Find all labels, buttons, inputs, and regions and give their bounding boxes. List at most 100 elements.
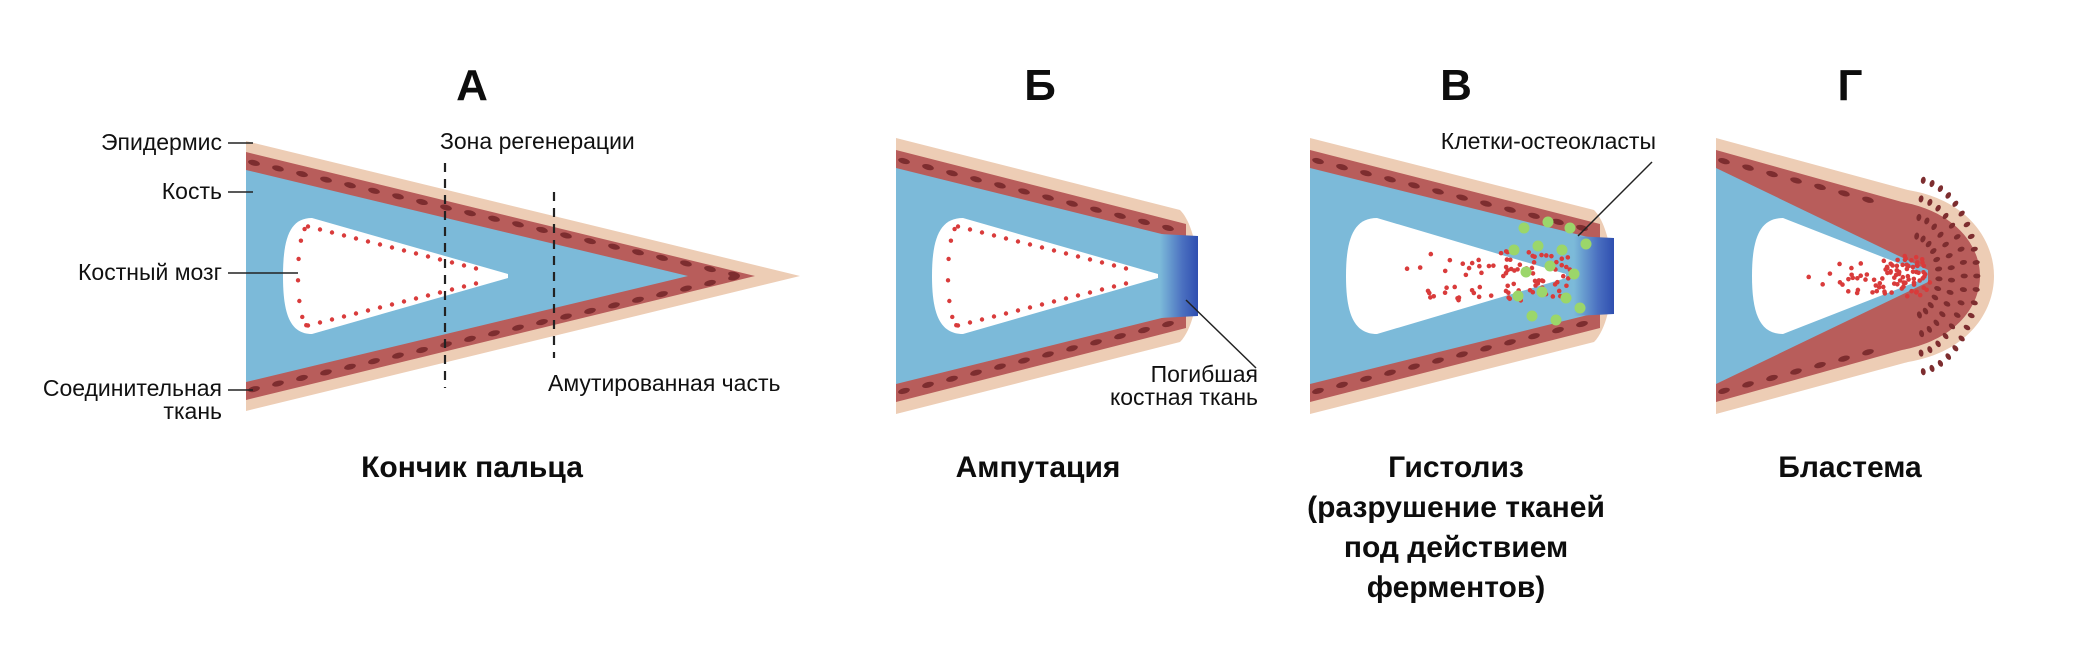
cell-dot <box>1526 250 1532 255</box>
cell-dot <box>1111 284 1117 289</box>
cell-dot <box>401 248 407 253</box>
cell-dot <box>1947 265 1955 271</box>
cell-dot <box>1559 262 1565 268</box>
cell-dot <box>1920 176 1926 184</box>
panel-a-caption: Кончик пальца <box>361 451 583 484</box>
cell-dot <box>1960 273 1968 279</box>
cell-dot <box>994 363 1006 370</box>
cell-dot <box>1942 241 1949 248</box>
cell-dot <box>377 242 383 247</box>
cell-dot <box>1504 206 1516 213</box>
cell-dot <box>1952 200 1959 207</box>
cell-dot <box>1506 290 1511 295</box>
cell-dot <box>461 284 467 289</box>
cell-dot <box>1838 190 1850 197</box>
cell-dot <box>1442 268 1448 274</box>
cell-dot <box>488 215 500 222</box>
cell-dot <box>1552 218 1564 225</box>
cell-dot <box>1087 257 1093 262</box>
cell-dot <box>1384 369 1396 376</box>
cell-dot <box>1463 272 1469 278</box>
cell-dot <box>952 226 957 232</box>
cell-dot <box>1087 290 1093 295</box>
cell-dot <box>680 285 692 292</box>
cell-dot <box>1507 296 1513 302</box>
cell-dot <box>1970 246 1978 252</box>
cell-dot <box>1935 204 1941 212</box>
bone-marrow-cavity <box>1752 218 1926 334</box>
cell-dot <box>1924 287 1929 293</box>
cell-dot <box>1549 253 1554 259</box>
cell-dot <box>1942 332 1949 340</box>
cell-dot <box>1442 290 1448 296</box>
cell-dot <box>1919 330 1925 338</box>
label-amputated-part: Амутированная часть <box>548 370 780 396</box>
panel-d-letter: Г <box>1838 61 1863 110</box>
cell-dot <box>1075 293 1081 298</box>
leader-dead-bone <box>1185 299 1257 369</box>
panel-d: Г Бластема <box>1716 61 1994 484</box>
cell-dot <box>1574 302 1586 314</box>
cell-dot <box>488 330 500 337</box>
cell-dot <box>1528 333 1540 340</box>
cell-dot <box>1476 294 1482 300</box>
cell-dot <box>979 317 985 322</box>
cell-dot <box>1947 277 1956 283</box>
cell-dot <box>1862 196 1874 203</box>
cell-dot <box>1827 271 1833 276</box>
cell-dot <box>1114 333 1126 340</box>
cell-dot <box>1922 307 1929 315</box>
cell-dot <box>1790 177 1802 184</box>
panel-b: Б Погибшая костная ткань Ампутация <box>896 61 1258 484</box>
cell-dot <box>1837 280 1843 285</box>
cell-dot <box>1900 262 1905 268</box>
cell-dot <box>728 274 740 281</box>
cell-dot <box>1915 263 1920 269</box>
dead-bone-tissue <box>1160 234 1198 318</box>
cell-dot <box>425 293 431 298</box>
cell-dot <box>1066 200 1078 207</box>
cell-dot <box>368 187 380 194</box>
cell-dot <box>656 291 668 298</box>
cell-dot <box>1360 375 1372 382</box>
cell-dot <box>473 266 479 271</box>
cell-dot <box>1958 335 1965 342</box>
cell-dot <box>1469 287 1475 293</box>
cell-dot <box>344 363 356 370</box>
cell-dot <box>608 243 620 250</box>
cell-dot <box>1897 278 1903 283</box>
cell-dot <box>1529 265 1535 271</box>
cell-dot <box>353 311 359 316</box>
cell-dot <box>1959 259 1967 265</box>
cell-dot <box>317 320 323 325</box>
cell-dot <box>1336 164 1348 171</box>
cell-dot <box>1864 272 1870 277</box>
cell-dot <box>1916 213 1922 222</box>
cell-dot <box>392 193 404 200</box>
cell-dot <box>1917 292 1923 298</box>
cell-dot <box>1536 278 1542 283</box>
osteoclast-cells <box>1508 216 1592 326</box>
label-osteoclasts: Клетки-остеокласты <box>1441 128 1656 154</box>
cell-dot <box>1039 302 1045 307</box>
cell-dot <box>584 238 596 245</box>
cell-dot <box>1970 300 1978 306</box>
cell-dot <box>1543 253 1549 258</box>
cell-dot <box>1933 319 1940 327</box>
cell-dot <box>1927 198 1933 206</box>
cell-dot <box>1920 235 1926 243</box>
cell-dot <box>437 290 443 295</box>
cell-dot <box>656 254 668 261</box>
cell-dot <box>608 302 620 309</box>
cell-dot <box>1814 183 1826 191</box>
panel-c-caption-line3: под действием <box>1344 531 1568 564</box>
cell-dot <box>298 238 304 243</box>
cell-dot <box>1958 210 1965 217</box>
cell-dot <box>413 296 419 301</box>
cell-dot <box>1404 266 1410 271</box>
cell-dot <box>464 335 476 342</box>
panel-c-letter: В <box>1440 61 1472 110</box>
cell-dot <box>1508 244 1520 256</box>
cell-dot <box>1920 275 1926 281</box>
cell-dot <box>1927 280 1933 285</box>
